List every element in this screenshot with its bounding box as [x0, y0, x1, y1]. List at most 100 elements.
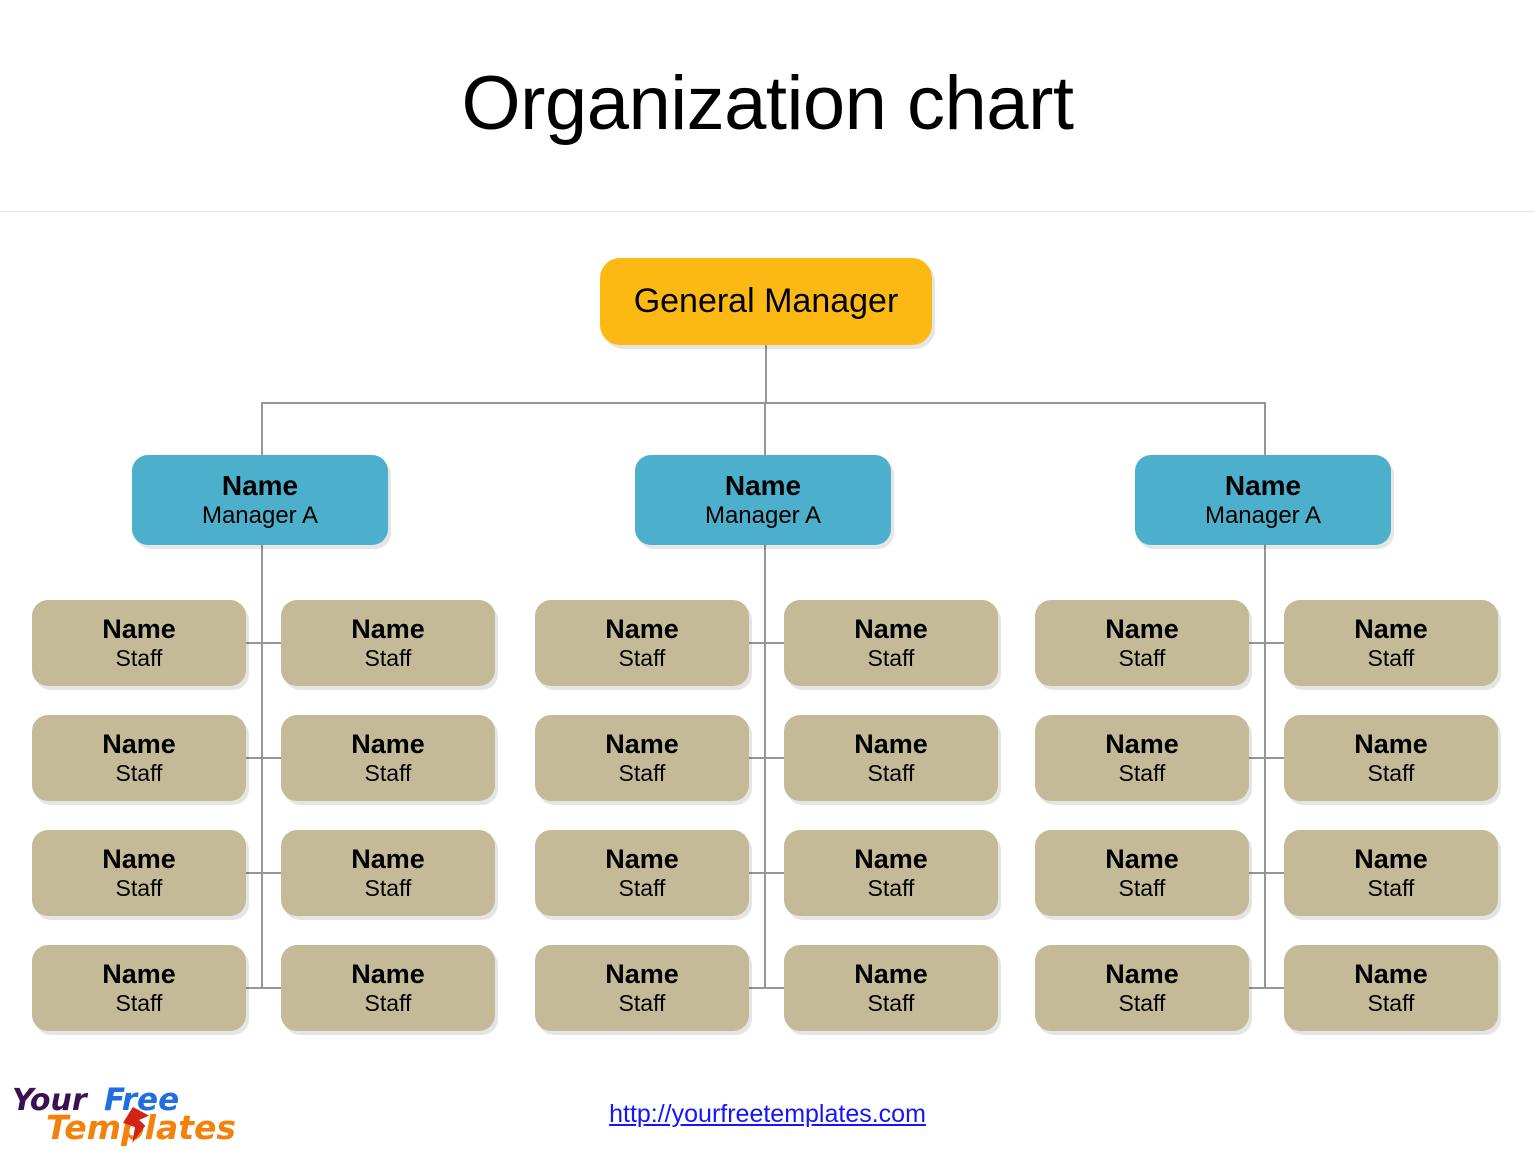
footer-url-link[interactable]: http://yourfreetemplates.com — [609, 1100, 926, 1128]
staff-role-3-1: Staff — [1118, 645, 1166, 672]
staff-name-3-4: Name — [1354, 728, 1428, 759]
connector-line-horizontal — [749, 987, 766, 989]
staff-name-2-4: Name — [854, 728, 928, 759]
connector-line-horizontal — [764, 757, 785, 759]
connector-line-vertical — [764, 545, 766, 988]
staff-name-1-5: Name — [102, 843, 176, 874]
staff-role-2-6: Staff — [867, 875, 915, 902]
manager-name-2: Name — [724, 469, 802, 501]
staff-role-1-4: Staff — [364, 760, 412, 787]
connector-line-horizontal — [1249, 642, 1266, 644]
staff-name-2-1: Name — [605, 613, 679, 644]
connector-line-horizontal — [764, 987, 785, 989]
connector-line-horizontal — [1264, 757, 1285, 759]
connector-line-horizontal — [749, 642, 766, 644]
staff-role-1-3: Staff — [115, 760, 163, 787]
staff-name-1-6: Name — [351, 843, 425, 874]
staff-name-2-5: Name — [605, 843, 679, 874]
staff-role-1-1: Staff — [115, 645, 163, 672]
staff-name-1-2: Name — [351, 613, 425, 644]
connector-line-horizontal — [261, 402, 1266, 404]
connector-line-horizontal — [1249, 872, 1266, 874]
connector-line-horizontal — [1264, 872, 1285, 874]
staff-name-2-2: Name — [854, 613, 928, 644]
connector-line-horizontal — [749, 872, 766, 874]
manager-role-3: Manager A — [1204, 502, 1322, 529]
staff-name-2-7: Name — [605, 958, 679, 989]
staff-role-1-2: Staff — [364, 645, 412, 672]
connector-line-horizontal — [764, 642, 785, 644]
staff-name-1-1: Name — [102, 613, 176, 644]
manager-role-1: Manager A — [201, 502, 319, 529]
general-manager-label: General Manager — [633, 281, 899, 320]
staff-role-2-5: Staff — [618, 875, 666, 902]
staff-role-3-4: Staff — [1367, 760, 1415, 787]
staff-role-3-5: Staff — [1118, 875, 1166, 902]
staff-name-3-6: Name — [1354, 843, 1428, 874]
connector-line-horizontal — [1249, 757, 1266, 759]
connector-line-horizontal — [246, 757, 263, 759]
node-general-manager[interactable]: General Manager — [600, 258, 932, 345]
staff-role-2-8: Staff — [867, 990, 915, 1017]
connector-line-horizontal — [246, 642, 263, 644]
connector-line-horizontal — [261, 757, 282, 759]
staff-name-1-7: Name — [102, 958, 176, 989]
connector-line-horizontal — [246, 987, 263, 989]
staff-role-2-1: Staff — [618, 645, 666, 672]
connector-line-horizontal — [1249, 987, 1266, 989]
connector-line-horizontal — [261, 987, 282, 989]
staff-role-3-8: Staff — [1367, 990, 1415, 1017]
staff-name-1-8: Name — [351, 958, 425, 989]
staff-name-3-2: Name — [1354, 613, 1428, 644]
connector-line-horizontal — [1264, 642, 1285, 644]
connector-line-vertical — [1264, 402, 1266, 455]
connector-line-vertical — [1264, 545, 1266, 988]
staff-name-2-8: Name — [854, 958, 928, 989]
staff-role-2-4: Staff — [867, 760, 915, 787]
staff-name-3-1: Name — [1105, 613, 1179, 644]
staff-role-2-2: Staff — [867, 645, 915, 672]
staff-role-3-2: Staff — [1367, 645, 1415, 672]
staff-role-1-7: Staff — [115, 990, 163, 1017]
connector-line-horizontal — [1264, 987, 1285, 989]
connector-line-vertical — [261, 545, 263, 988]
staff-role-2-7: Staff — [618, 990, 666, 1017]
staff-role-2-3: Staff — [618, 760, 666, 787]
staff-role-1-5: Staff — [115, 875, 163, 902]
connector-line-vertical — [261, 402, 263, 455]
manager-name-1: Name — [221, 469, 299, 501]
staff-role-3-6: Staff — [1367, 875, 1415, 902]
connector-line-horizontal — [261, 642, 282, 644]
logo-word-your: Your — [12, 1083, 87, 1118]
manager-name-3: Name — [1224, 469, 1302, 501]
connector-line-horizontal — [749, 757, 766, 759]
